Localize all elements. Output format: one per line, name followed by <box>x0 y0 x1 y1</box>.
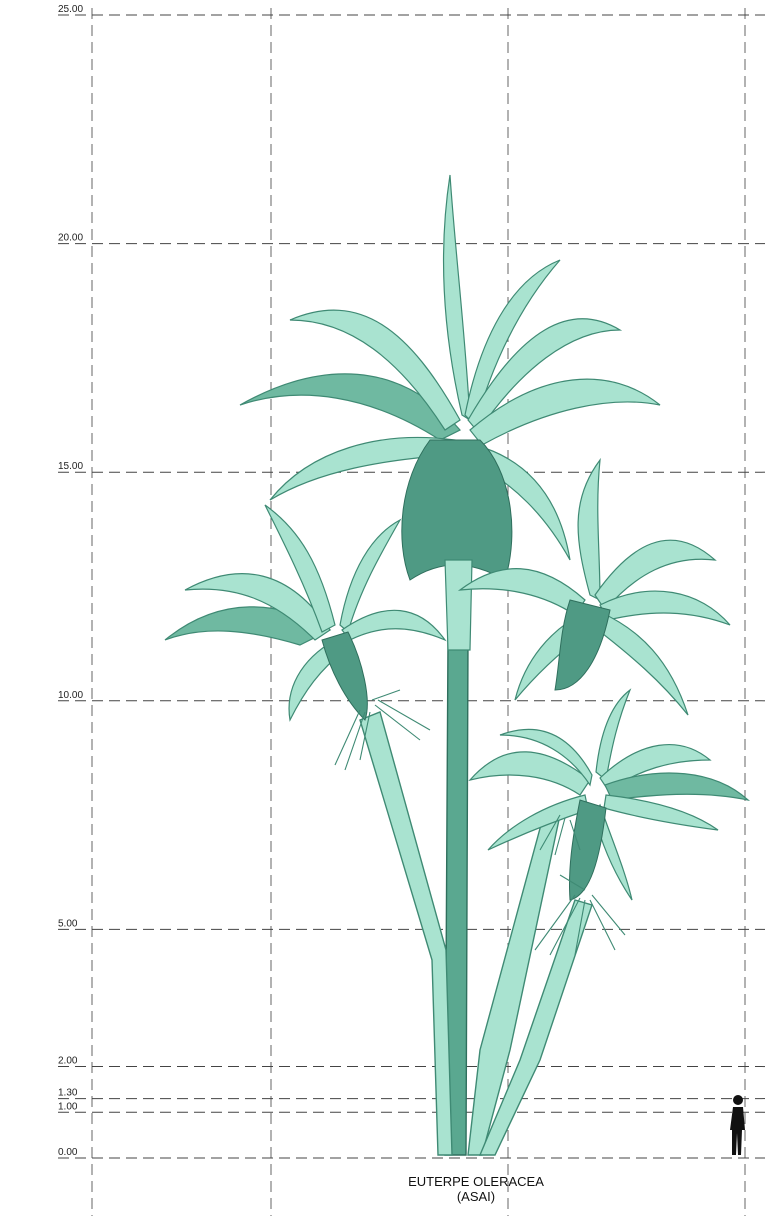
level-label: 20.00 <box>58 233 83 244</box>
level-label: 1.30 <box>58 1088 78 1099</box>
right-upper-palm-crown <box>457 457 731 716</box>
crown-shaft <box>568 799 607 901</box>
leaf <box>469 378 661 446</box>
level-lines: 25.00 20.00 15.00 10.00 5.00 2.00 1.30 1.00 0.00 <box>58 4 765 1159</box>
leaf <box>604 772 751 802</box>
crown-shaft <box>554 599 611 691</box>
person-body <box>730 1107 745 1155</box>
trunk-top <box>444 559 473 651</box>
left-palm-crown <box>164 504 447 771</box>
leaf <box>457 568 586 616</box>
leaf <box>269 437 456 501</box>
level-label: 0.00 <box>58 1147 78 1158</box>
left-trunk <box>359 711 453 1156</box>
species-caption: EUTERPE OLERACEA (ASAI) <box>408 1174 544 1204</box>
leaf <box>499 728 593 787</box>
person-head <box>733 1095 743 1105</box>
caption-species-name: EUTERPE OLERACEA <box>408 1174 544 1189</box>
central-palm-crown <box>239 174 661 651</box>
leaf <box>603 794 719 831</box>
fruit-cluster <box>334 689 431 771</box>
human-scale-figure <box>730 1095 745 1155</box>
level-label: 1.00 <box>58 1101 78 1112</box>
crown-shaft <box>321 631 368 721</box>
leaf <box>487 794 589 851</box>
leaf <box>339 518 402 634</box>
caption-common-name: (ASAI) <box>457 1189 495 1204</box>
level-label: 2.00 <box>58 1056 78 1067</box>
leaf <box>289 309 461 431</box>
leaf <box>599 590 731 626</box>
fruit-cluster <box>534 874 626 956</box>
leaf <box>577 457 601 601</box>
leaf <box>443 174 471 422</box>
leaf <box>595 688 632 782</box>
leaf <box>594 539 717 611</box>
fruit-cluster <box>539 814 581 856</box>
leaf <box>239 373 461 441</box>
leaf <box>264 504 336 633</box>
leaf <box>184 573 331 641</box>
level-label: 10.00 <box>58 690 83 701</box>
level-label: 5.00 <box>58 918 78 929</box>
level-label: 25.00 <box>58 4 83 15</box>
leaf <box>468 751 591 796</box>
palm-illustration <box>164 174 751 1156</box>
level-label: 15.00 <box>58 461 83 472</box>
leaf <box>597 611 689 716</box>
right-lower-palm-crown <box>468 688 751 956</box>
crown-shaft <box>401 439 513 581</box>
leaf <box>341 609 447 642</box>
